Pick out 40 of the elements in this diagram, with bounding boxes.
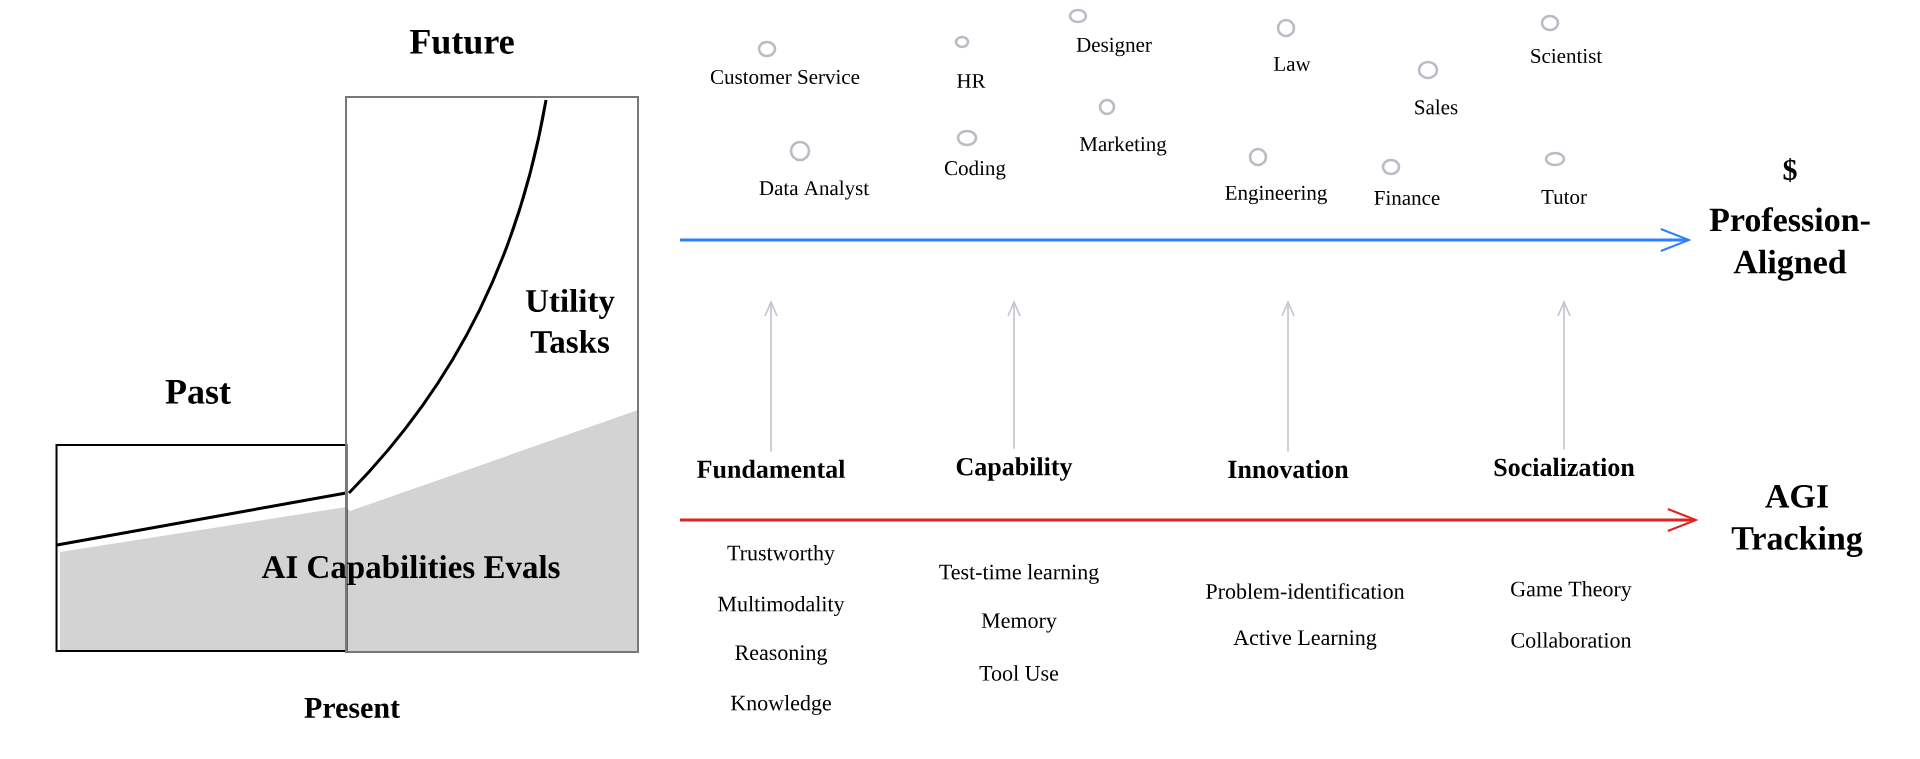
category-heading: Innovation	[1228, 459, 1349, 479]
item-label: Memory	[981, 613, 1057, 633]
axis-title: AGI Tracking	[1731, 484, 1863, 558]
item-label: Knowledge	[730, 695, 831, 715]
profession-label: Customer Service	[710, 69, 860, 85]
node-label: Future	[409, 29, 514, 54]
item-label: Multimodality	[718, 596, 845, 616]
item-label: Test-time learning	[939, 564, 1099, 584]
profession-label: Finance	[1374, 190, 1440, 206]
category-heading: Fundamental	[697, 459, 845, 479]
text-label: $	[1783, 158, 1797, 182]
arrow	[1007, 300, 1021, 450]
profession-label: Designer	[1076, 37, 1152, 57]
item-label: Collaboration	[1511, 632, 1632, 648]
item-label: Problem-identification	[1206, 583, 1405, 599]
item-label: Reasoning	[735, 645, 828, 665]
profession-label: Law	[1273, 57, 1311, 71]
arrow	[1557, 300, 1571, 451]
arrow	[1281, 300, 1295, 453]
item-label: Trustworthy	[727, 545, 835, 565]
item-label: Game Theory	[1511, 581, 1632, 601]
profession-label: Marketing	[1079, 136, 1167, 156]
profession-label: Scientist	[1531, 48, 1603, 64]
node-label: Past	[165, 380, 231, 404]
profession-label: Tutor	[1541, 190, 1587, 204]
profession-label: Data Analyst	[759, 180, 869, 200]
axis-title: Profession-Aligned	[1709, 207, 1870, 281]
item-label: Active Learning	[1233, 630, 1377, 650]
profession-label: Engineering	[1225, 185, 1327, 205]
category-heading: Capability	[956, 457, 1073, 481]
text-label: AI Capabilities Evals	[261, 555, 560, 585]
profession-label: HR	[957, 74, 986, 88]
text-label: Present	[304, 698, 400, 718]
arrow	[680, 508, 1699, 532]
category-heading: Socialization	[1494, 457, 1635, 477]
profession-label: Sales	[1415, 99, 1458, 115]
item-label: Tool Use	[979, 665, 1059, 681]
profession-label: Coding	[944, 160, 1006, 180]
arrow	[680, 228, 1692, 252]
arrow	[764, 300, 778, 453]
